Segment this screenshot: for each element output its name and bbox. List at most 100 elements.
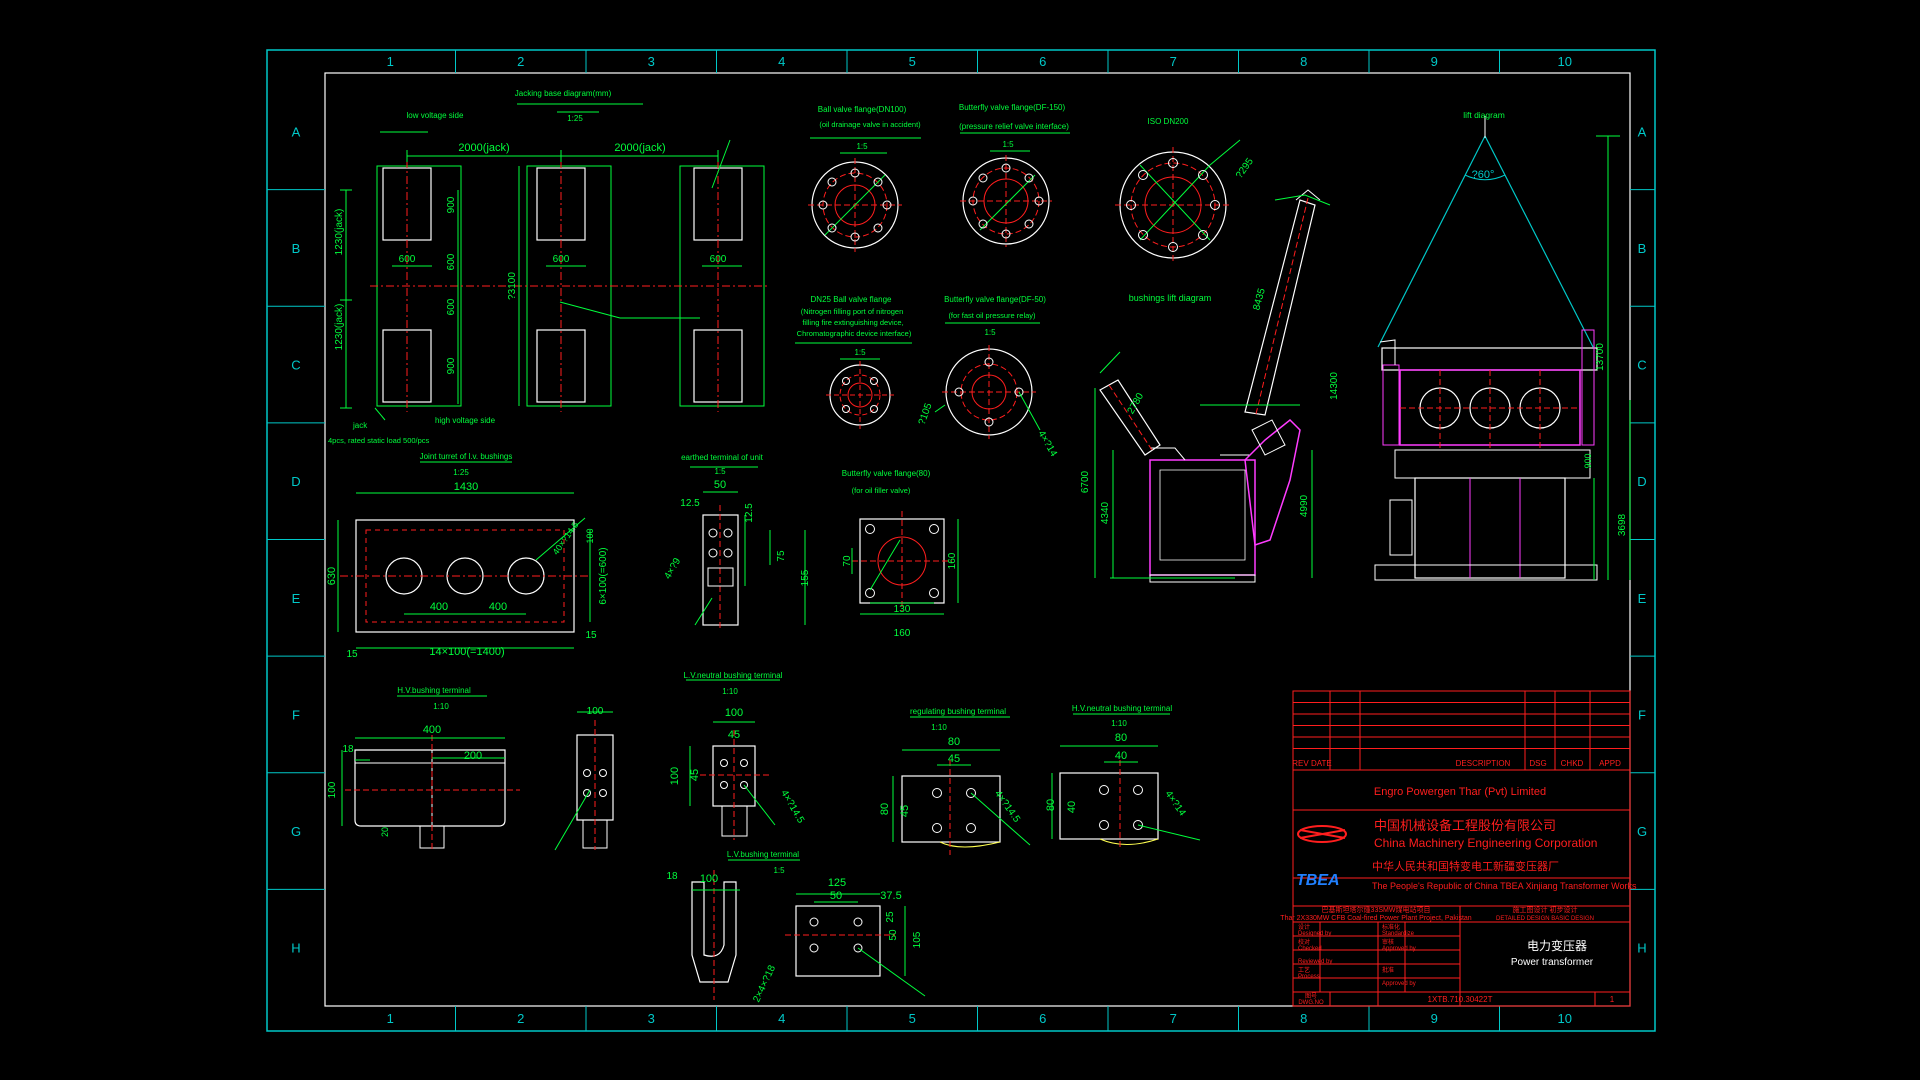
hv-side-dim-100: 100 <box>587 706 604 717</box>
turret-scale: 1:25 <box>453 468 469 477</box>
earthed-dim-50: 50 <box>714 479 726 491</box>
lv-term-scale: 1:5 <box>773 866 785 875</box>
grid-col-label: 4 <box>778 1011 785 1026</box>
grid-col-label: 3 <box>648 1011 655 1026</box>
tb-sheet: 1 <box>1610 995 1615 1004</box>
grid-row-label: C <box>1637 358 1646 373</box>
tb-tbea-en: The People's Republic of China TBEA Xinj… <box>1372 881 1637 891</box>
grid-col-label: 2 <box>517 1011 524 1026</box>
tb-rev-head: REV DATE <box>1292 759 1331 768</box>
hvn-dim-80v: 80 <box>1045 799 1057 811</box>
lv-terminal-drawing <box>691 859 926 1000</box>
grid-col-label: 8 <box>1300 54 1307 69</box>
df80-sub: (for oil filler valve) <box>852 486 911 495</box>
dim-600-v2: 600 <box>446 298 457 315</box>
df80-dim-160b: 160 <box>894 628 911 639</box>
dim-2000-a: 2000(jack) <box>458 142 509 154</box>
df50-scale: 1:5 <box>984 328 996 337</box>
hv-term-title: H.V.bushing terminal <box>397 686 471 695</box>
grid-col-label: 7 <box>1170 1011 1177 1026</box>
lvn-dim-45a: 45 <box>728 729 740 741</box>
tb-appd-head: APPD <box>1599 759 1621 768</box>
hv-neutral-terminal-drawing <box>1051 713 1201 850</box>
tb-project-cn: 巴基斯坦塔尔煄33SMW煤电站项目 <box>1322 905 1431 914</box>
lvn-dim-100: 100 <box>725 707 743 719</box>
hv-term-dim-400: 400 <box>423 724 441 736</box>
grid-row-label: E <box>292 591 301 606</box>
dn25-scale: 1:5 <box>854 348 866 357</box>
tb-cmec-cn: 中国机械设备工程股份有限公司 <box>1374 818 1556 833</box>
lv-dim-125: 125 <box>828 877 846 889</box>
grid-row-label: G <box>291 824 301 839</box>
tb-reviewed: Reviewed by <box>1298 959 1332 965</box>
lv-dim-50v: 50 <box>888 929 899 941</box>
reg-dim-80: 80 <box>948 736 960 748</box>
lv-dim-100: 100 <box>700 873 718 885</box>
grid-col-label: 8 <box>1300 1011 1307 1026</box>
dim-1230-b: 1230(jack) <box>334 304 345 351</box>
lvn-term-scale: 1:10 <box>722 687 738 696</box>
grid-col-label: 6 <box>1039 54 1046 69</box>
dim-6700: 6700 <box>1080 470 1091 493</box>
lv-dim-25: 25 <box>885 911 896 923</box>
df50-sub: (for fast oil pressure relay) <box>948 311 1036 320</box>
grid-row-label: D <box>1637 474 1646 489</box>
tb-dwg-no-label: 图号 <box>1305 993 1317 1000</box>
earthed-dim-12-5a: 12.5 <box>680 498 700 509</box>
tb-designed: Designed by <box>1298 931 1331 937</box>
bushings-lift-drawing <box>1094 189 1331 583</box>
df80-dim-160: 160 <box>947 552 958 569</box>
outer-border <box>266 49 1656 1032</box>
hv-term-dim-20: 20 <box>380 827 390 837</box>
dim-3100: ?3100 <box>507 272 518 300</box>
grid-row-label: B <box>1638 241 1647 256</box>
grid-col-label: 2 <box>517 54 524 69</box>
reg-term-title: regulating bushing terminal <box>910 707 1006 716</box>
jack-label: jack <box>352 421 368 430</box>
dim-900: 900 <box>1583 453 1593 468</box>
df150-scale: 1:5 <box>1002 140 1014 149</box>
grid-row-label: F <box>292 707 300 722</box>
dim-1430: 1430 <box>454 481 478 493</box>
tb-product-cn: 电力变压器 <box>1527 938 1587 953</box>
grid-col-label: 5 <box>909 1011 916 1026</box>
regulating-terminal-drawing <box>892 716 1031 855</box>
grid-row-label: F <box>1638 707 1646 722</box>
tb-approved2-cn: 批准 <box>1382 966 1394 974</box>
grid-col-label: 6 <box>1039 1011 1046 1026</box>
lv-term-title: L.V.bushing terminal <box>727 850 799 859</box>
title-block-frame <box>1292 690 1631 1007</box>
grid-col-label: 9 <box>1431 54 1438 69</box>
flange-dn25 <box>795 342 912 429</box>
tb-dwg-no: 1XTB.710.30422T <box>1428 995 1493 1004</box>
jacking-scale: 1:25 <box>567 114 583 123</box>
hvn-term-scale: 1:10 <box>1111 719 1127 728</box>
dim-pitch-v: 6×100(=600) <box>598 547 609 604</box>
tb-stage-en: DETAILED DESIGN BASIC DESIGN <box>1496 916 1594 922</box>
dim-2000-b: 2000(jack) <box>614 142 665 154</box>
earthed-dim-75: 75 <box>776 550 787 562</box>
tb-checked: Checked <box>1298 946 1322 952</box>
dim-100: 100 <box>585 528 595 543</box>
hv-term-scale: 1:10 <box>433 702 449 711</box>
jacking-base-diagram <box>340 103 770 421</box>
dn25-sub3: Chromatographic device interface) <box>797 329 912 338</box>
df80-dim-130: 130 <box>894 604 911 615</box>
df50-title: Butterfly valve flange(DF-50) <box>944 295 1046 304</box>
dim-600-b: 600 <box>553 254 570 265</box>
lvn-dim-45b: 45 <box>689 769 701 781</box>
dn25-title: DN25 Ball valve flange <box>811 295 892 304</box>
flange-iso-dn200 <box>1115 139 1241 263</box>
dim-4990: 4990 <box>1299 494 1310 517</box>
grid-col-label: 3 <box>648 54 655 69</box>
tb-stage: 施工图设计 初步设计 <box>1513 905 1578 914</box>
grid-col-label: 4 <box>778 54 785 69</box>
lv-dim-50: 50 <box>830 890 842 902</box>
df80-dim-70: 70 <box>842 555 853 567</box>
flange-df150 <box>960 132 1070 247</box>
flange-df80 <box>851 511 959 615</box>
grid-row-label: H <box>1637 941 1646 956</box>
lvn-term-title: L.V.neutral bushing terminal <box>684 671 783 680</box>
jacking-title: Jacking base diagram(mm) <box>515 89 612 98</box>
